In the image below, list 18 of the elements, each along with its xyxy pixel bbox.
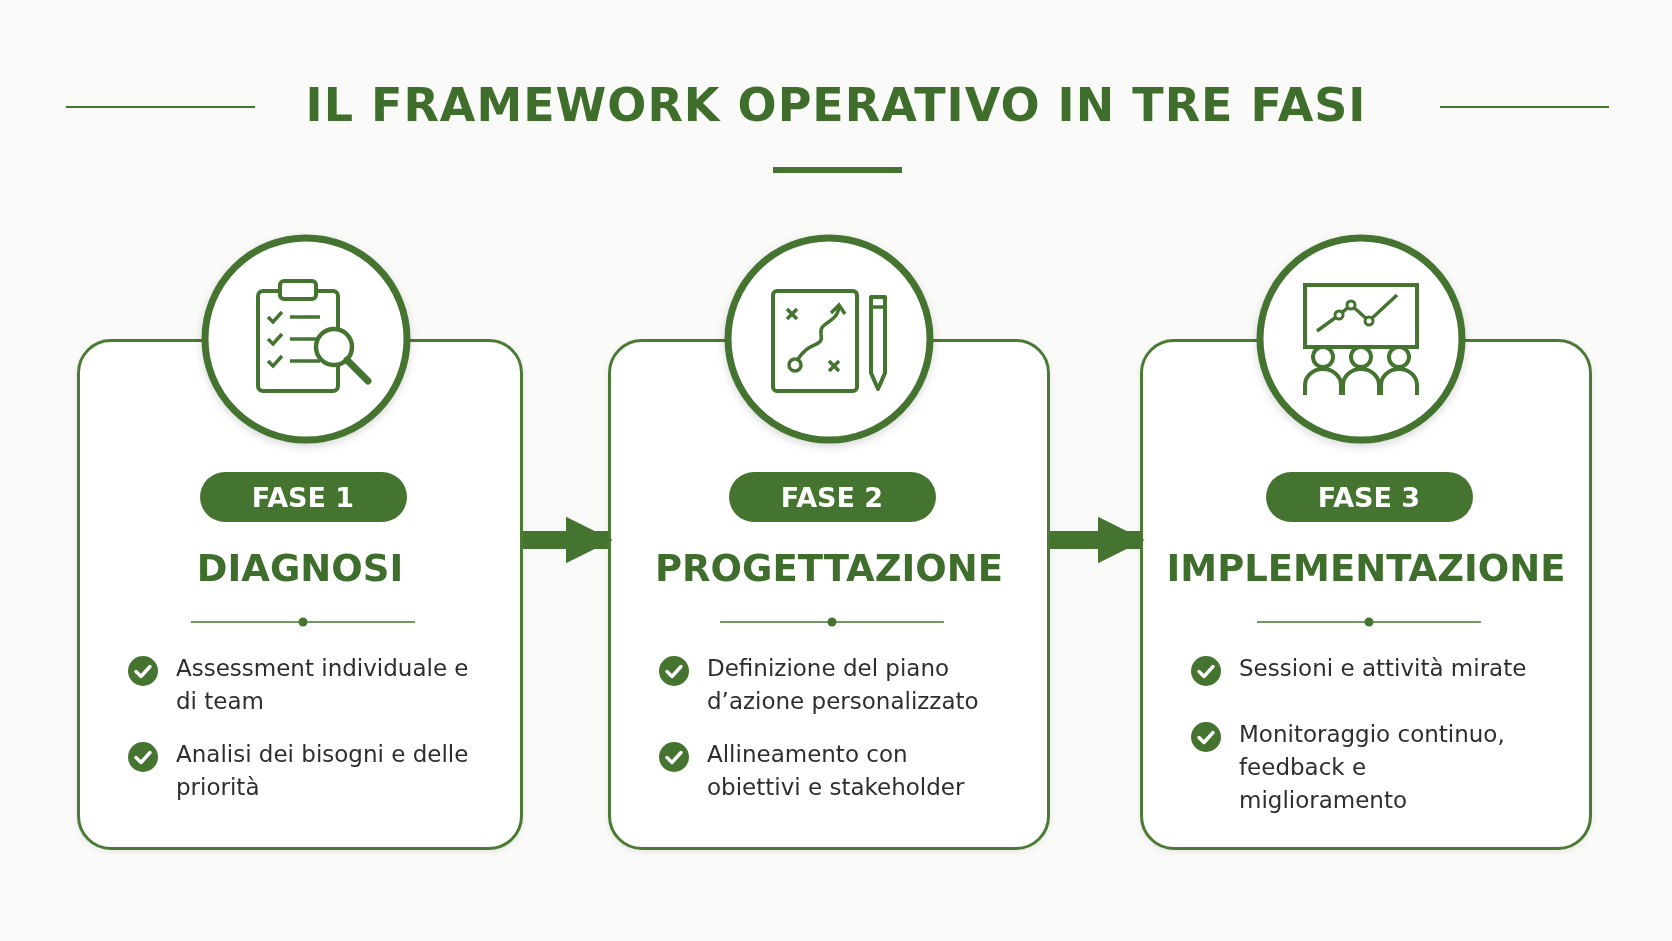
bullet-text: Sessioni e attività mirate: [1239, 654, 1528, 683]
phase-card: [1140, 339, 1592, 850]
bullet-text: Monitoraggio continuo, feedback e miglioramento: [1239, 720, 1506, 815]
phase-badge: FASE 1: [199, 472, 407, 522]
bullet-text: Allineamento con obiettivi e stakeholder: [707, 740, 966, 802]
bullet-text: Analisi dei bisogni e delle priorità: [176, 740, 470, 802]
phase-heading: DIAGNOSI: [195, 547, 405, 590]
arrow: [1050, 516, 1145, 564]
bullet-text: Definizione del piano d’azione personalizzato: [707, 654, 980, 716]
phase-badge: FASE 3: [1265, 472, 1473, 522]
phase-heading: PROGETTAZIONE: [653, 547, 1005, 590]
title: IL FRAMEWORK OPERATIVO IN TRE FASI: [304, 78, 1368, 132]
phase-card: [608, 339, 1050, 850]
arrow: [523, 516, 613, 564]
phase-heading: IMPLEMENTAZIONE: [1165, 547, 1567, 590]
phase-badge: FASE 2: [728, 472, 936, 522]
phase-card: [77, 339, 523, 850]
bullet-text: Assessment individuale e di team: [176, 654, 470, 716]
